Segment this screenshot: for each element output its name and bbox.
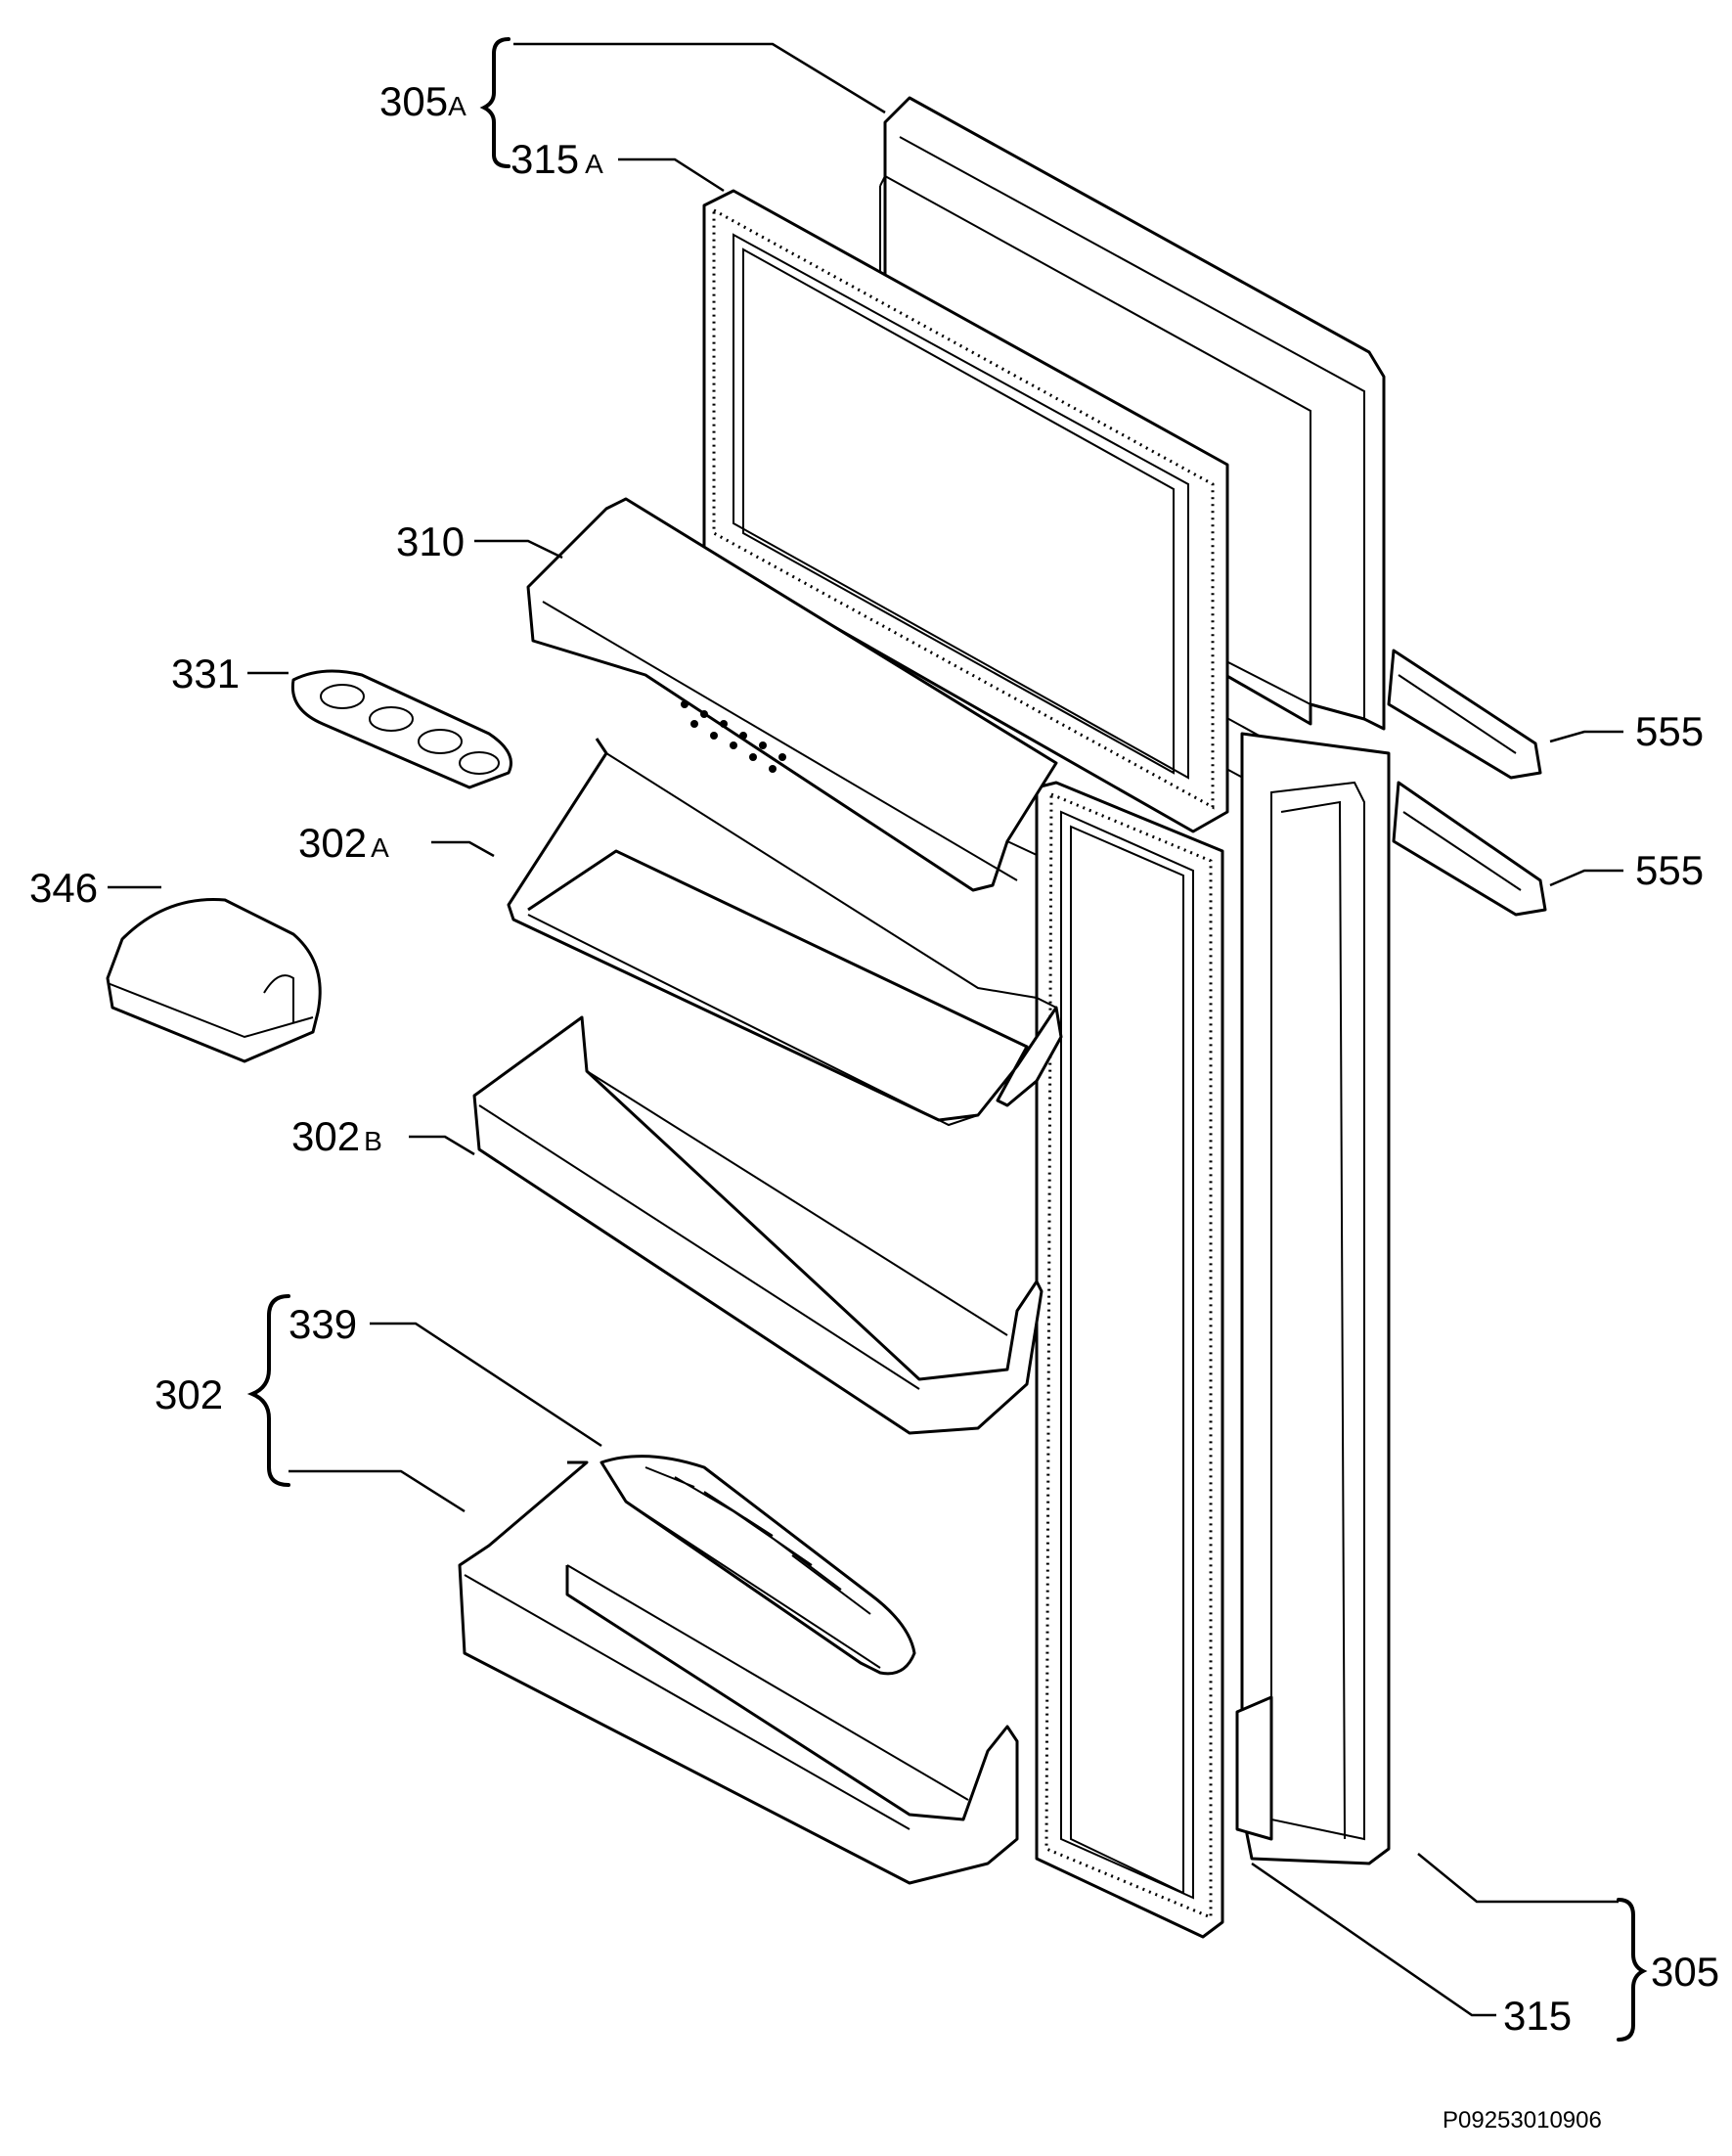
hinge-cover-555-lower xyxy=(1392,781,1547,917)
brace-302 xyxy=(246,1294,290,1487)
lower-gasket-315 xyxy=(1035,781,1224,1939)
label-555-upper: 555 xyxy=(1635,708,1704,754)
leader-lines xyxy=(108,42,1623,2017)
label-302b-num: 302 xyxy=(291,1113,360,1159)
dairy-cover-310 xyxy=(526,497,1058,892)
butter-dish-346 xyxy=(106,898,322,1063)
label-555-lower: 555 xyxy=(1635,847,1704,893)
label-305a-num: 305 xyxy=(379,78,448,124)
label-310: 310 xyxy=(396,518,465,564)
brace-305a xyxy=(479,37,511,168)
door-shelf-302b xyxy=(472,1015,1044,1435)
label-302a-num: 302 xyxy=(298,820,367,866)
drawing-code: P09253010906 xyxy=(1443,2107,1602,2134)
bottle-separator-339 xyxy=(600,1455,916,1676)
label-305: 305 xyxy=(1651,1949,1719,1995)
door-shelf-302a xyxy=(507,738,1063,1127)
label-346: 346 xyxy=(29,865,98,911)
label-315: 315 xyxy=(1503,1993,1572,2039)
lower-door-305 xyxy=(1006,732,1391,1865)
label-302: 302 xyxy=(155,1371,223,1417)
label-305a: 305A xyxy=(379,78,466,124)
door-shelf-302 xyxy=(458,1460,1019,1885)
label-302a-suffix: A xyxy=(371,832,389,863)
label-305a-suffix: A xyxy=(448,91,466,121)
brace-305 xyxy=(1617,1898,1648,2042)
label-339: 339 xyxy=(289,1301,357,1347)
label-302b-suffix: B xyxy=(364,1126,382,1156)
hinge-cover-555-upper xyxy=(1387,649,1542,780)
label-315a-num: 315 xyxy=(511,136,579,182)
label-315a-suffix: A xyxy=(585,149,603,179)
egg-tray-331 xyxy=(290,669,512,789)
vent-holes xyxy=(681,700,786,773)
label-331: 331 xyxy=(171,651,240,696)
